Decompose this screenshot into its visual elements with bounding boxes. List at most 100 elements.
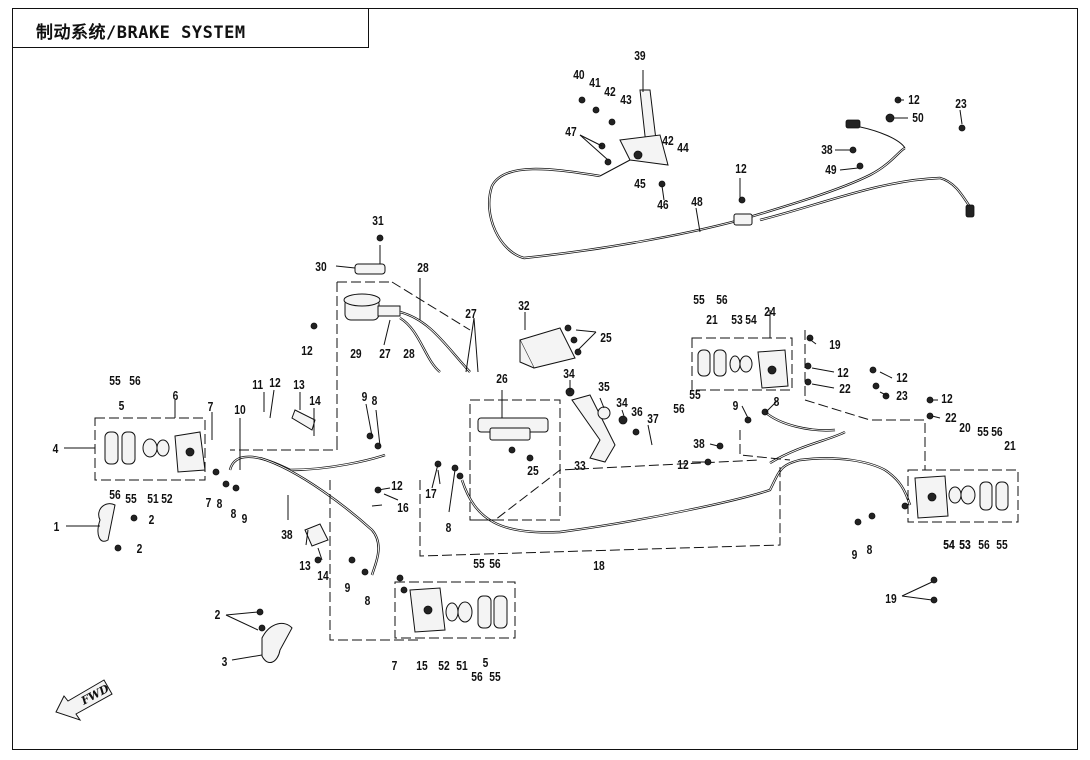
callout-2: 2	[137, 543, 143, 556]
callout-12: 12	[735, 163, 746, 176]
callout-39: 39	[634, 50, 645, 63]
callout-36: 36	[631, 406, 642, 419]
callout-22: 22	[945, 412, 956, 425]
callout-56: 56	[991, 426, 1002, 439]
callout-37: 37	[647, 413, 658, 426]
callout-27: 27	[379, 348, 390, 361]
callout-6: 6	[173, 390, 179, 403]
callout-20: 20	[959, 422, 970, 435]
callout-56: 56	[716, 294, 727, 307]
callout-31: 31	[372, 215, 384, 228]
callout-23: 23	[896, 390, 907, 403]
callout-44: 44	[677, 142, 689, 155]
callout-9: 9	[362, 391, 368, 404]
junction-block	[469, 399, 561, 521]
callout-46: 46	[657, 199, 668, 212]
callout-35: 35	[598, 381, 610, 394]
callout-55: 55	[689, 389, 701, 402]
callout-55: 55	[693, 294, 705, 307]
callout-1: 1	[54, 521, 60, 534]
callout-11: 11	[252, 379, 263, 392]
callout-5: 5	[483, 657, 489, 670]
parking-brake-cable	[487, 119, 975, 260]
callout-12: 12	[896, 372, 907, 385]
leader-lines	[64, 70, 963, 661]
callout-47: 47	[565, 126, 576, 139]
callout-14: 14	[317, 570, 329, 583]
parking-brake-lever	[599, 89, 669, 177]
callout-12: 12	[301, 345, 312, 358]
callout-56: 56	[109, 489, 120, 502]
callout-8: 8	[217, 498, 223, 511]
callout-38: 38	[821, 144, 832, 157]
callout-2: 2	[149, 514, 155, 527]
callout-56: 56	[471, 671, 482, 684]
callout-40: 40	[573, 69, 584, 82]
callout-55: 55	[473, 558, 485, 571]
callout-54: 54	[943, 539, 955, 552]
callout-42: 42	[604, 86, 615, 99]
callout-8: 8	[372, 395, 378, 408]
callout-43: 43	[620, 94, 631, 107]
master-hoses	[399, 310, 471, 373]
callout-38: 38	[281, 529, 292, 542]
callout-52: 52	[438, 660, 449, 673]
right-front-caliper-group	[691, 337, 793, 391]
forward-direction-arrow: FWD	[55, 679, 113, 721]
callout-56: 56	[673, 403, 684, 416]
callout-labels: 1 2 2 2 3 4 5 5 6 7 7 7 8 8 8 8 8 8 8 9 …	[53, 50, 1017, 684]
callout-12: 12	[837, 367, 848, 380]
drawing-frame	[12, 8, 1078, 750]
callout-25: 25	[600, 332, 612, 345]
callout-53: 53	[959, 539, 970, 552]
callout-15: 15	[416, 660, 428, 673]
callout-34: 34	[616, 397, 628, 410]
callout-55: 55	[489, 671, 501, 684]
title-block	[12, 8, 369, 48]
callout-28: 28	[403, 348, 414, 361]
callout-10: 10	[234, 404, 245, 417]
callout-29: 29	[350, 348, 361, 361]
callout-56: 56	[129, 375, 140, 388]
callout-55: 55	[996, 539, 1008, 552]
callout-12: 12	[908, 94, 919, 107]
callout-9: 9	[733, 400, 739, 413]
callout-55: 55	[125, 493, 137, 506]
callout-7: 7	[208, 401, 214, 414]
hard-brake-lines	[228, 411, 912, 576]
callout-48: 48	[691, 196, 702, 209]
callout-8: 8	[365, 595, 371, 608]
callout-7: 7	[392, 660, 398, 673]
front-left-caliper-group	[94, 417, 206, 481]
callout-28: 28	[417, 262, 428, 275]
callout-53: 53	[731, 314, 742, 327]
callout-12: 12	[391, 480, 402, 493]
callout-52: 52	[161, 493, 172, 506]
callout-54: 54	[745, 314, 757, 327]
callout-16: 16	[397, 502, 408, 515]
callout-45: 45	[634, 178, 646, 191]
callout-24: 24	[764, 306, 776, 319]
callout-49: 49	[825, 164, 836, 177]
callout-7: 7	[206, 497, 212, 510]
master-cylinder-assembly	[336, 263, 471, 440]
callout-33: 33	[574, 460, 585, 473]
callout-55: 55	[977, 426, 989, 439]
brake-pedal	[571, 394, 640, 463]
callout-23: 23	[955, 98, 966, 111]
callout-26: 26	[496, 373, 507, 386]
callout-56: 56	[489, 558, 500, 571]
callout-53: 53	[959, 539, 970, 552]
callout-34: 34	[563, 368, 575, 381]
callout-21: 21	[706, 314, 718, 327]
callout-8: 8	[867, 544, 873, 557]
callout-56: 56	[978, 539, 989, 552]
callout-8: 8	[446, 522, 452, 535]
callout-8: 8	[774, 396, 780, 409]
page-title: 制动系统/BRAKE SYSTEM	[36, 23, 246, 43]
callout-50: 50	[912, 112, 923, 125]
callout-30: 30	[315, 261, 326, 274]
callout-9: 9	[242, 513, 248, 526]
callout-38: 38	[693, 438, 704, 451]
